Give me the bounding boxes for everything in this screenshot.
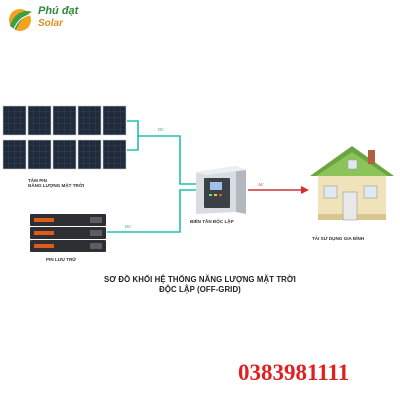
panels-caption-line2: NĂNG LƯỢNG MẶT TRỜI — [28, 183, 85, 188]
hotline-number: 0383981111 — [238, 360, 350, 385]
house-icon — [310, 146, 394, 221]
dc-wiring — [107, 120, 196, 233]
ac-arrow-icon — [301, 186, 309, 194]
ac-label: AC — [257, 182, 265, 187]
dc-top-label: DC — [157, 127, 165, 132]
solar-panel-array — [2, 105, 127, 170]
sun-leaf-logo-icon — [9, 9, 32, 31]
panels-caption: TẤM PIN NĂNG LƯỢNG MẶT TRỜI — [28, 178, 84, 188]
diagram-title-line2: ĐỘC LẬP (OFF-GRID) — [159, 285, 241, 294]
panels-caption-line1: TẤM PIN — [28, 178, 47, 183]
dc-bottom-label: DC — [124, 224, 132, 229]
house-caption: TẢI SỬ DỤNG GIA ĐÌNH — [312, 236, 365, 241]
battery-caption: PIN LƯU TRỮ — [46, 257, 77, 262]
battery-stack — [30, 214, 106, 252]
inverter-device — [196, 166, 246, 214]
diagram-title-line1: SƠ ĐỒ KHỐI HỆ THỐNG NĂNG LƯỢNG MẶT TRỜI — [104, 275, 296, 284]
inverter-caption: BIẾN TẦN ĐỘC LẬP — [190, 219, 234, 224]
brand-name: Phú đạt — [38, 5, 79, 17]
brand-tagline: Solar — [38, 18, 64, 29]
